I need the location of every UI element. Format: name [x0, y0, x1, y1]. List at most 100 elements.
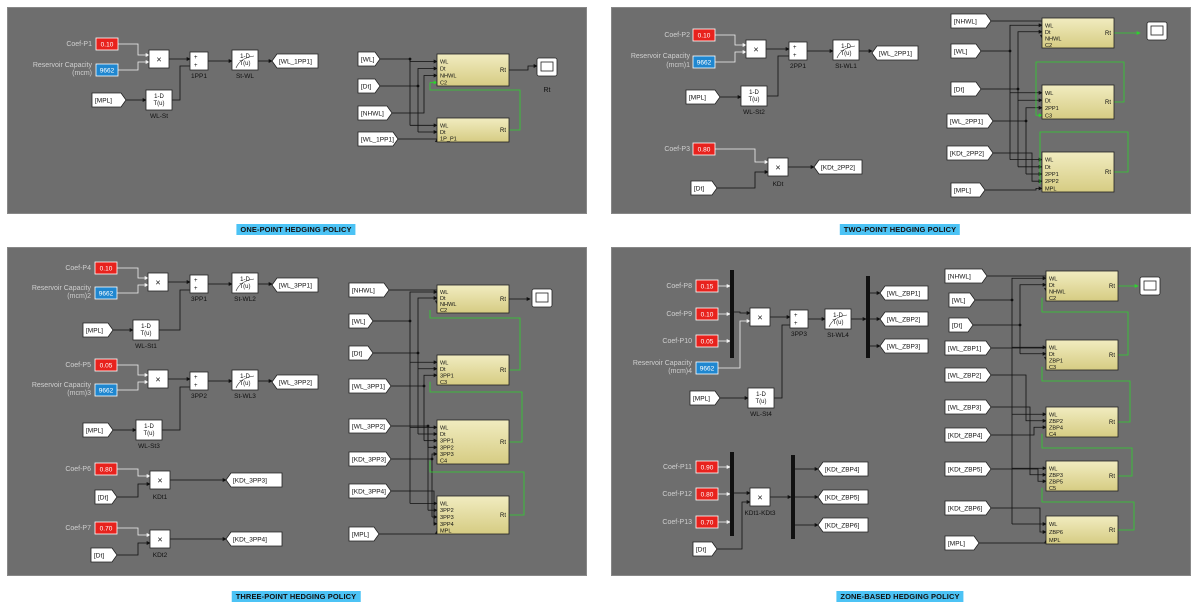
product-block[interactable]: [148, 49, 170, 69]
coef-p1-constant-box[interactable]: [95, 37, 119, 51]
goto-kdt-3pp4[interactable]: [225, 531, 283, 547]
from-wl-1pp1[interactable]: [357, 131, 399, 147]
coef-p6-constant[interactable]: 0.80: [94, 462, 118, 476]
hedging-subsystem-1-body[interactable]: [1041, 17, 1115, 49]
product-kdt1[interactable]: [149, 470, 171, 490]
coef-p13-constant-box[interactable]: [695, 515, 719, 529]
coef-p2-constant-box[interactable]: [692, 28, 716, 42]
goto-kdt-zbp5[interactable]: [817, 489, 869, 505]
reservoir-capacity-constant-box[interactable]: [95, 63, 119, 77]
goto-kdt-zbp6[interactable]: [817, 517, 869, 533]
product-kdt[interactable]: [749, 487, 771, 507]
lookup-st-wl2[interactable]: [231, 272, 259, 294]
hedging-subsystem-5-body[interactable]: [1045, 515, 1119, 545]
from-wl[interactable]: [950, 43, 982, 59]
reservoir-capacity-constant[interactable]: 9662: [695, 361, 719, 375]
coef-p6-constant-box[interactable]: [94, 462, 118, 476]
product-block-2[interactable]: [147, 369, 169, 389]
reservoir-capacity-constant-1-box[interactable]: [94, 286, 118, 300]
hedging-subsystem-1-body[interactable]: [436, 53, 510, 87]
coef-p3-constant[interactable]: 0.80: [692, 142, 716, 156]
coef-p11-constant-box[interactable]: [695, 460, 719, 474]
from-kdt-3pp4[interactable]: [348, 483, 392, 499]
from-dt[interactable]: [950, 81, 982, 97]
product-block[interactable]: [749, 307, 771, 327]
goto-wl-zbp2[interactable]: [879, 311, 929, 327]
coef-p7-constant[interactable]: 0.70: [94, 521, 118, 535]
hedging-subsystem-4-body[interactable]: [436, 495, 510, 535]
reservoir-capacity-constant-2-box[interactable]: [94, 383, 118, 397]
from-kdt-2pp2[interactable]: [946, 145, 994, 161]
coef-p3-constant-box[interactable]: [692, 142, 716, 156]
from-nhwl[interactable]: [357, 105, 393, 121]
from-wl-zbp1[interactable]: [944, 340, 992, 356]
coef-p8-constant[interactable]: 0.15: [695, 279, 719, 293]
product-kdt[interactable]: [767, 157, 789, 177]
from-nhwl[interactable]: [348, 282, 390, 298]
hedging-subsystem-3-body[interactable]: [436, 419, 510, 465]
from-wl-zbp3[interactable]: [944, 399, 992, 415]
goto-wl-3pp1[interactable]: [271, 277, 319, 293]
from-kdt-zbp4[interactable]: [944, 427, 992, 443]
from-wl[interactable]: [348, 313, 374, 329]
reservoir-capacity-constant[interactable]: 9662: [692, 55, 716, 69]
from-mpl-1[interactable]: [689, 390, 721, 406]
hedging-subsystem-1-body[interactable]: [1045, 270, 1119, 302]
from-wl[interactable]: [948, 292, 976, 308]
from-wl-3pp1[interactable]: [348, 378, 392, 394]
from-nhwl[interactable]: [944, 268, 988, 284]
from-wl[interactable]: [357, 51, 381, 67]
goto-wl-zbp3[interactable]: [879, 338, 929, 354]
mux-block-1[interactable]: [730, 270, 734, 358]
sum-3pp1[interactable]: [189, 274, 209, 294]
hedging-subsystem-2-body[interactable]: [1045, 339, 1119, 371]
sum-1pp1[interactable]: [189, 51, 209, 71]
hedging-subsystem-2-body[interactable]: [436, 354, 510, 386]
lookup-wl-st4[interactable]: [747, 387, 775, 409]
coef-p13-constant[interactable]: 0.70: [695, 515, 719, 529]
hedging-subsystem-2-body[interactable]: [436, 117, 510, 143]
from-wl-zbp2[interactable]: [944, 367, 992, 383]
reservoir-capacity-constant-box[interactable]: [695, 361, 719, 375]
lookup-wl-st[interactable]: [145, 89, 173, 111]
hedging-subsystem-1-body[interactable]: [436, 284, 510, 314]
goto-kdt-2pp2[interactable]: [813, 159, 863, 175]
coef-p4-constant[interactable]: 0.10: [94, 261, 118, 275]
hedging-subsystem-4-body[interactable]: [1045, 460, 1119, 492]
demux-block-2[interactable]: [791, 455, 795, 539]
from-mpl[interactable]: [91, 92, 127, 108]
hedging-subsystem-3-body[interactable]: [1045, 406, 1119, 438]
goto-wl-2pp1[interactable]: [871, 45, 919, 61]
mux-block-2[interactable]: [730, 452, 734, 536]
lookup-wl-st2[interactable]: [740, 85, 768, 107]
coef-p5-constant[interactable]: 0.05: [94, 358, 118, 372]
lookup-st-wl4[interactable]: [824, 308, 852, 330]
coef-p10-constant-box[interactable]: [695, 334, 719, 348]
goto-kdt-3pp3[interactable]: [225, 472, 283, 488]
reservoir-capacity-constant-2[interactable]: 9662: [94, 383, 118, 397]
coef-p2-constant[interactable]: 0.10: [692, 28, 716, 42]
from-dt-2[interactable]: [90, 547, 118, 563]
from-wl-3pp2[interactable]: [348, 418, 392, 434]
coef-p9-constant[interactable]: 0.10: [695, 307, 719, 321]
from-dt[interactable]: [348, 345, 374, 361]
coef-p5-constant-box[interactable]: [94, 358, 118, 372]
coef-p4-constant-box[interactable]: [94, 261, 118, 275]
from-kdt-3pp3[interactable]: [348, 451, 392, 467]
reservoir-capacity-constant[interactable]: 9662: [95, 63, 119, 77]
coef-p11-constant[interactable]: 0.90: [695, 460, 719, 474]
from-dt[interactable]: [357, 78, 381, 94]
from-dt[interactable]: [948, 317, 974, 333]
from-dt[interactable]: [690, 180, 718, 196]
reservoir-capacity-constant-box[interactable]: [692, 55, 716, 69]
